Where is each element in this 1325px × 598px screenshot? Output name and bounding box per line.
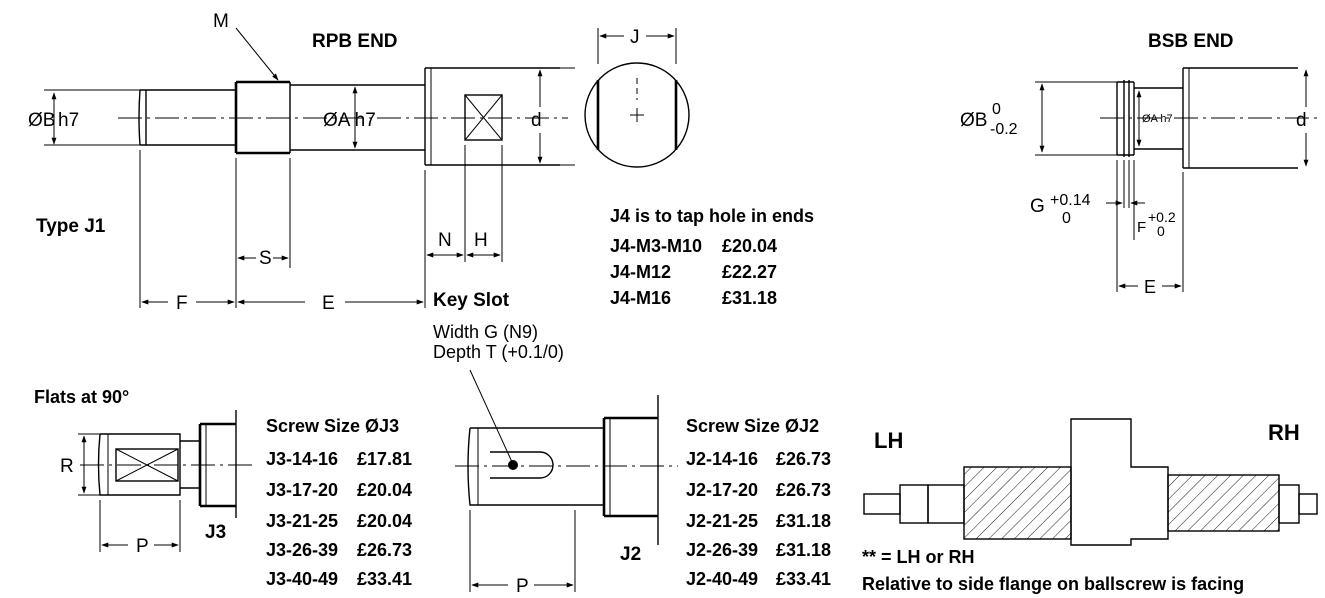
- rh-screw-thread: [1167, 474, 1280, 532]
- j2-price-3: £31.18: [776, 511, 831, 531]
- j2-code-4: J2-26-39: [686, 540, 758, 560]
- tap-price-2: £22.27: [722, 262, 777, 282]
- dim-f: F: [176, 293, 188, 314]
- bsb-tol-lo: -0.2: [990, 121, 1018, 138]
- label-dia-b: ØB: [28, 110, 55, 131]
- j2-price-1: £26.73: [776, 449, 831, 469]
- j3-dim-p: P: [136, 536, 149, 557]
- bsb-end-drawing: BSB END ØB 0 -0.2 ØA h7 d G +0.1: [960, 31, 1318, 297]
- dim-s: S: [259, 248, 272, 269]
- j2-keyslot-dot: [508, 460, 518, 470]
- tap-price-1: £20.04: [722, 236, 777, 256]
- bsb-dim-e: E: [1144, 277, 1156, 297]
- type-j1-label: Type J1: [36, 216, 106, 237]
- j2-code-1: J2-14-16: [686, 449, 758, 469]
- key-slot-title: Key Slot: [433, 290, 510, 311]
- j3-code-4: J3-26-39: [266, 540, 338, 560]
- label-m: M: [213, 11, 229, 32]
- key-slot-depth: Depth T (+0.1/0): [433, 342, 564, 362]
- dim-e: E: [322, 293, 335, 314]
- bsb-f-lo: 0: [1157, 223, 1165, 239]
- lh-label: LH: [874, 428, 903, 453]
- end-view-drawing: J J4 is to tap hole in ends J4-M3-M10 £2…: [584, 27, 814, 308]
- bsb-g-lo: 0: [1062, 210, 1071, 227]
- dim-h: H: [474, 230, 488, 251]
- ballscrew-flange-nut: [1070, 418, 1169, 546]
- j3-dim-r: R: [60, 456, 74, 477]
- j2-label: J2: [620, 544, 641, 565]
- j3-code-3: J3-21-25: [266, 511, 338, 531]
- j3-price-3: £20.04: [357, 511, 412, 531]
- label-dia-a: ØA h7: [323, 110, 376, 131]
- j3-table-header: Screw Size ØJ3: [266, 416, 399, 436]
- j3-code-5: J3-40-49: [266, 569, 338, 589]
- j3-code-1: J3-14-16: [266, 449, 338, 469]
- tap-title: J4 is to tap hole in ends: [610, 206, 814, 226]
- j2-code-5: J2-40-49: [686, 569, 758, 589]
- rpb-shaft-body: [424, 67, 560, 166]
- bsb-end-title: BSB END: [1148, 31, 1234, 52]
- bsb-label-d: d: [1296, 110, 1307, 131]
- rh-label: RH: [1268, 420, 1300, 445]
- lh-screw-thread: [963, 466, 1072, 540]
- j3-price-2: £20.04: [357, 480, 412, 500]
- j2-price-2: £26.73: [776, 480, 831, 500]
- j3-price-1: £17.81: [357, 449, 412, 469]
- j2-price-4: £31.18: [776, 540, 831, 560]
- key-slot-width: Width G (N9): [433, 322, 538, 342]
- bsb-g-up: +0.14: [1050, 192, 1091, 209]
- end-view-circle: [584, 62, 690, 168]
- tap-price-3: £31.18: [722, 288, 777, 308]
- j3-price-4: £26.73: [357, 540, 412, 560]
- dim-n: N: [438, 230, 452, 251]
- hand-note-1: ** = LH or RH: [862, 547, 975, 567]
- j3-drawing: Flats at 90° R P J3 Screw Size ØJ3 J3-14…: [34, 387, 412, 589]
- j2-key-slot: [490, 451, 554, 479]
- dim-j: J: [630, 27, 640, 48]
- tap-code-1: J4-M3-M10: [610, 236, 702, 256]
- j2-code-2: J2-17-20: [686, 480, 758, 500]
- j2-dim-p: P: [516, 576, 529, 597]
- j3-code-2: J3-17-20: [266, 480, 338, 500]
- tap-code-3: J4-M16: [610, 288, 671, 308]
- j2-drawing: P J2 Screw Size ØJ2 J2-14-16 £26.73 J2-1…: [455, 369, 831, 597]
- tap-code-2: J4-M12: [610, 262, 671, 282]
- bsb-label-dia-b: ØB: [960, 110, 987, 131]
- bsb-dim-g: G: [1030, 196, 1045, 217]
- hand-note-2: Relative to side flange on ballscrew is …: [862, 574, 1244, 594]
- label-h7: h7: [58, 110, 79, 131]
- j2-code-3: J2-21-25: [686, 511, 758, 531]
- j3-price-5: £33.41: [357, 569, 412, 589]
- ballscrew-hand-drawing: LH RH ** = LH or RH Relative to side fla…: [862, 418, 1318, 594]
- bsb-f-up: +0.2: [1148, 209, 1176, 225]
- rpb-end-drawing: RPB END M ØB h7 ØA h7 d Type J1: [28, 11, 575, 362]
- j2-table-header: Screw Size ØJ2: [686, 416, 819, 436]
- j2-price-5: £33.41: [776, 569, 831, 589]
- label-d: d: [531, 110, 542, 131]
- flats-label: Flats at 90°: [34, 387, 129, 407]
- j3-label: J3: [205, 522, 226, 543]
- bsb-tol-up: 0: [992, 101, 1001, 118]
- rpb-end-title: RPB END: [312, 31, 398, 52]
- bsb-dim-f: F: [1137, 219, 1146, 236]
- bsb-label-dia-a: ØA h7: [1142, 113, 1173, 125]
